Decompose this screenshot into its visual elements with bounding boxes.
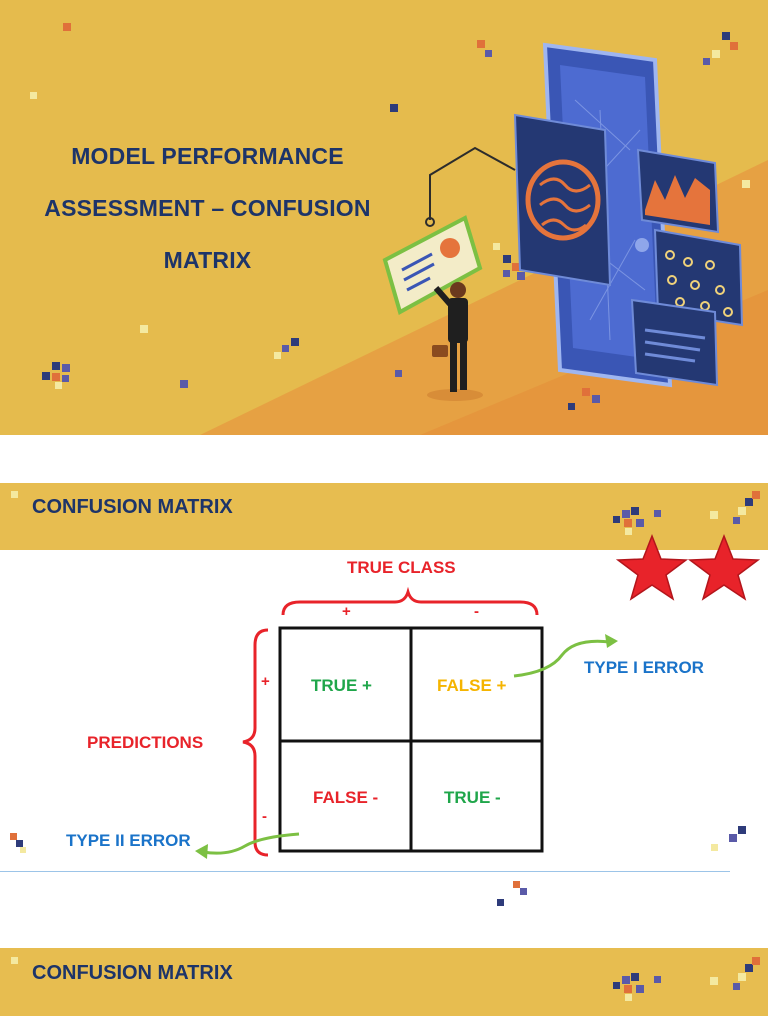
decor-square [729,834,737,842]
true-class-label: TRUE CLASS [347,558,456,577]
star-icon [615,533,689,601]
decor-square [10,833,17,840]
slide3-title: CONFUSION MATRIX [32,962,233,984]
false-negative-cell: FALSE - [313,788,379,807]
decor-square [20,847,26,853]
type-ii-error-label: TYPE II ERROR [66,831,191,850]
true-negative-cell: TRUE - [444,788,501,807]
businessman-figure [427,282,483,401]
type-ii-arrowhead [195,844,208,859]
predictions-brace [242,628,269,857]
row-minus-label: - [262,808,267,825]
type-i-error-label: TYPE I ERROR [584,658,704,677]
star-icon [687,533,761,601]
col-plus-label: + [342,603,351,620]
slide2-header-banner: CONFUSION MATRIX [0,483,768,550]
ai-phone-illustration [382,42,744,401]
confusion-matrix-diagram [195,586,618,859]
title-line-2: ASSESSMENT – CONFUSION [44,195,371,221]
row-plus-label: + [261,673,270,690]
true-positive-cell: TRUE + [311,676,372,695]
type-ii-error-arrow [202,832,300,855]
star-rating [615,533,761,601]
type-i-arrowhead [605,634,618,648]
true-class-brace [281,586,539,616]
type-i-error-arrow [513,639,611,678]
slide-divider-line [0,871,730,872]
col-minus-label: - [474,603,479,620]
slide3-header-banner: CONFUSION MATRIX [0,948,768,1016]
title-line-1: MODEL PERFORMANCE [71,143,344,169]
title-line-3: MATRIX [163,247,252,273]
decor-square [16,840,23,847]
predictions-label: PREDICTIONS [87,733,204,752]
decor-square [738,826,746,834]
decor-square [497,899,504,906]
presentation-title: MODEL PERFORMANCE ASSESSMENT – CONFUSION… [30,130,385,286]
decor-square [711,844,718,851]
false-positive-cell: FALSE + [437,676,507,695]
decor-square [513,881,520,888]
decor-square [520,888,527,895]
title-slide: MODEL PERFORMANCE ASSESSMENT – CONFUSION… [0,0,768,435]
slide2-title: CONFUSION MATRIX [32,496,233,518]
